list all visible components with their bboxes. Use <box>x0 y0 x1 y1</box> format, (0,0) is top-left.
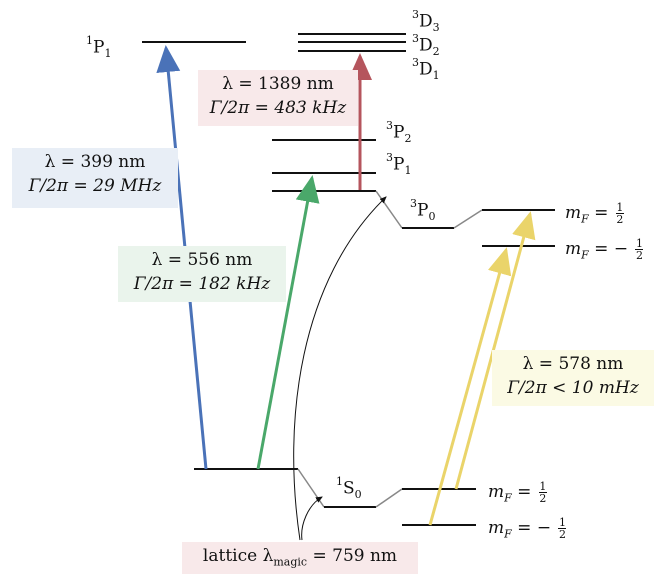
blue-lambda: λ = 399 nm <box>44 152 146 172</box>
red-gamma: Γ/2π = 483 kHz <box>209 98 347 118</box>
lattice-arrow-short <box>301 496 323 541</box>
label-3d3: 3D3 <box>412 8 440 35</box>
p0-split-connector <box>453 209 483 229</box>
green-lambda: λ = 556 nm <box>151 250 253 270</box>
blue-gamma: Γ/2π = 29 MHz <box>28 176 162 196</box>
label-1p1: 1P1 <box>86 34 112 61</box>
blue-transition-box: λ = 399 nm Γ/2π = 29 MHz <box>12 148 178 208</box>
label-3p1: 3P1 <box>386 151 412 178</box>
yellow-transition-box: λ = 578 nm Γ/2π < 10 mHz <box>492 350 654 406</box>
p0-shift-connector <box>375 190 403 229</box>
lattice-arrow-long <box>293 196 387 541</box>
label-3d2: 3D2 <box>412 32 440 59</box>
green-transition-arrow <box>256 175 320 470</box>
s0-split-connector <box>375 488 403 508</box>
label-1s0: 1S0 <box>336 475 362 502</box>
yellow-transition-arrow-1 <box>428 247 512 526</box>
s0-shift-connector <box>297 468 325 508</box>
lattice-box: lattice λmagic = 759 nm <box>182 542 418 574</box>
yellow-gamma: Γ/2π < 10 mHz <box>507 378 639 398</box>
green-gamma: Γ/2π = 182 kHz <box>133 274 271 294</box>
label-3p0: 3P0 <box>410 197 436 224</box>
label-3p2: 3P2 <box>386 119 412 146</box>
red-lambda: λ = 1389 nm <box>222 74 334 94</box>
yellow-lambda: λ = 578 nm <box>522 354 624 374</box>
green-transition-box: λ = 556 nm Γ/2π = 182 kHz <box>118 246 286 302</box>
label-3d1: 3D1 <box>412 56 440 83</box>
red-transition-box: λ = 1389 nm Γ/2π = 483 kHz <box>198 70 358 126</box>
